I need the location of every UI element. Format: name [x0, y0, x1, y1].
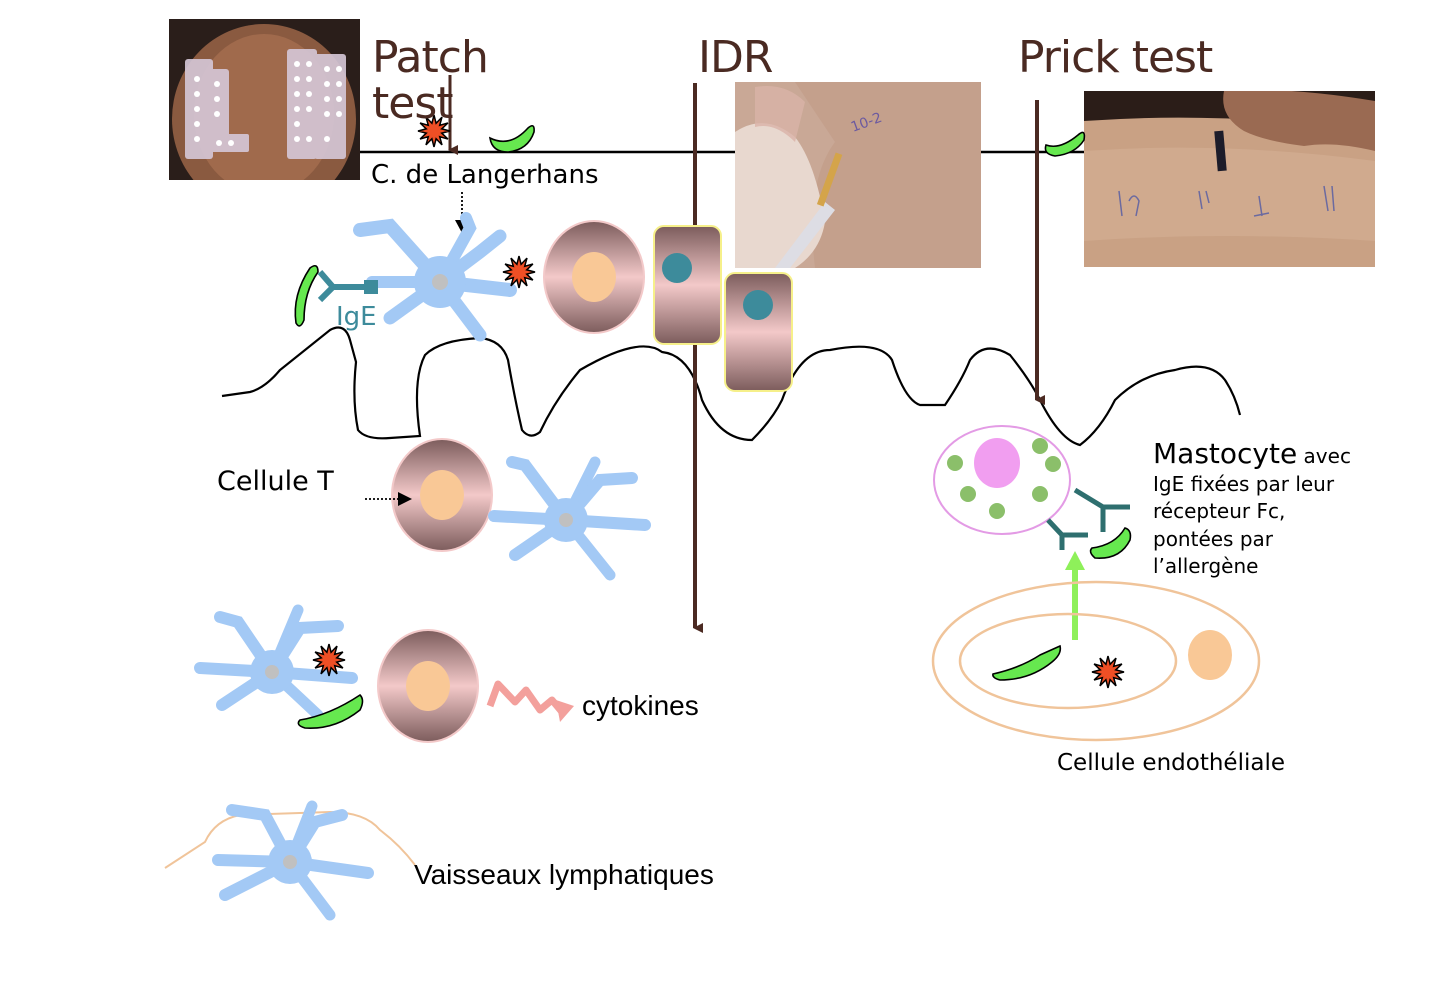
prick-test-title: Prick test	[1018, 32, 1213, 83]
activated-t-cell	[377, 629, 479, 743]
mast-cell	[933, 425, 1071, 535]
mastocyte-line5: l’allergène	[1153, 554, 1259, 578]
dendritic-cell-lymphatic	[212, 800, 374, 921]
t-cell-pointer-head	[398, 492, 412, 506]
mastocyte-line1-rest: avec	[1297, 444, 1351, 468]
allergen-mast	[1089, 527, 1132, 559]
patch-test-photo	[169, 19, 360, 180]
cytokine-arrow-head	[556, 700, 574, 722]
mastocyte-line4: pontées par	[1153, 526, 1274, 551]
patch-test-title: Patch test	[372, 32, 489, 129]
endothelial-nucleus	[1188, 630, 1232, 680]
keratinocyte-1	[653, 225, 722, 345]
mastocyte-title: Mastocyte	[1153, 437, 1298, 470]
idr-title: IDR	[698, 32, 773, 83]
patch-test-title-line2: test	[372, 78, 453, 129]
basement-membrane-line	[221, 326, 1242, 447]
dendritic-cell-bottom	[194, 604, 358, 721]
hapten-dendritic	[312, 643, 346, 677]
patch-test-title-line1: Patch	[372, 32, 489, 83]
upward-arrow-head	[1065, 551, 1085, 570]
idr-photo: 10-2	[735, 82, 981, 268]
hapten-langerhans	[502, 255, 536, 289]
allergen-crescents	[294, 124, 1132, 729]
langerhans-cell	[353, 212, 517, 342]
prick-test-photo	[1084, 91, 1375, 267]
mast-ige-antibodies	[1046, 487, 1130, 550]
ige-antibody	[317, 270, 378, 303]
keratinocyte-2	[724, 272, 793, 392]
hapten-surface	[417, 114, 451, 148]
allergen-dendritic	[297, 693, 364, 729]
ige-label: IgE	[336, 302, 377, 332]
lymphatic-vessel	[164, 810, 416, 869]
cytokine-arrow	[486, 680, 565, 715]
mastocyte-line2: IgE fixées par leur	[1153, 471, 1335, 496]
allergen-endothelial	[992, 644, 1062, 681]
t-cell	[391, 438, 493, 552]
vaisseaux-label: Vaisseaux lymphatiques	[414, 859, 714, 890]
allergen-prick	[1044, 131, 1086, 157]
endothelial-label: Cellule endothéliale	[1057, 750, 1285, 776]
haptens	[312, 114, 1125, 689]
cytokines-label: cytokines	[582, 690, 699, 721]
hapten-endothelial	[1091, 655, 1125, 689]
cellule-t-label: Cellule T	[217, 466, 334, 497]
allergen-ige	[294, 264, 319, 327]
dermal-cell-top	[543, 220, 645, 334]
dendritic-cell-middle	[488, 456, 651, 581]
mastocyte-description: Mastocyte avec IgE fixées par leur récep…	[1153, 440, 1351, 581]
endothelial-cell	[931, 580, 1261, 742]
allergen-surface	[488, 124, 535, 153]
mastocyte-line3: récepteur Fc,	[1153, 499, 1286, 523]
langerhans-label: C. de Langerhans	[371, 160, 599, 190]
